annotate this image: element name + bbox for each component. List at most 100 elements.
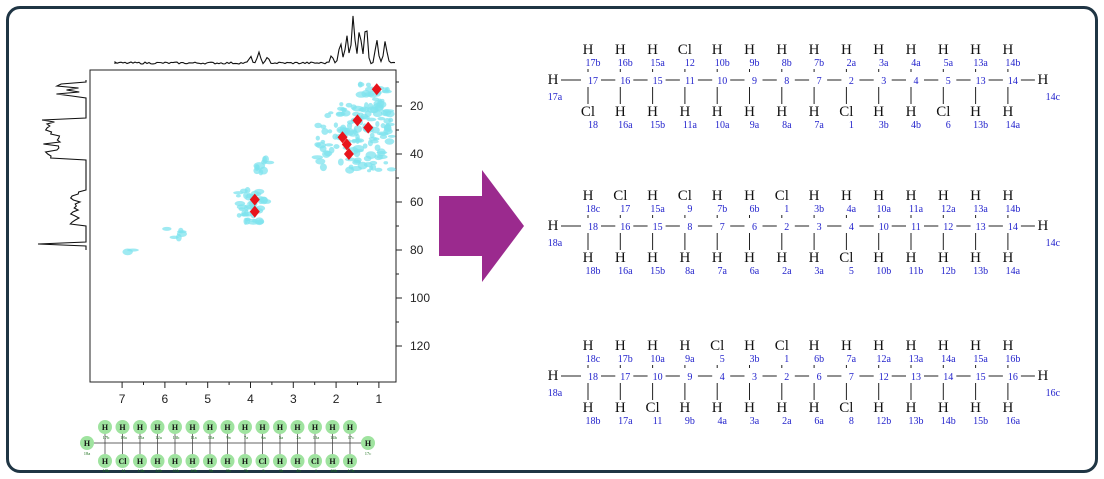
left-terminal-label: 18a [548, 238, 563, 249]
mini-atom-node [185, 454, 200, 468]
top-substituent-atom: H [873, 42, 884, 58]
carbon-number: 12 [879, 372, 889, 383]
top-substituent-atom: Cl [678, 188, 692, 204]
mini-atom-node [150, 420, 165, 434]
bottom-substituent-atom: H [938, 400, 949, 416]
top-substituent-atom: H [906, 42, 917, 58]
molecule-structure-2: H18aH18c18H18bCl1716H16aH15a15H15bCl98H8… [548, 188, 1061, 277]
mini-top-label: 9a [226, 435, 230, 440]
top-hydrogen-label: 14a [941, 354, 956, 365]
mini-bottom-label: 4b [296, 468, 301, 473]
bottom-substituent-atom: H [906, 400, 917, 416]
top-hydrogen-label: 4a [847, 204, 857, 215]
carbon-number: 17 [588, 76, 598, 87]
top-hydrogen-label: 17b [586, 58, 601, 69]
carbon-number: 9 [752, 76, 757, 87]
carbon-number: 14 [943, 372, 953, 383]
cross-peak-marker [249, 193, 260, 206]
right-arrow [439, 170, 524, 282]
mini-atom-node [203, 454, 217, 468]
bottom-hydrogen-label: 12b [876, 416, 891, 427]
mini-top-label: 5a [279, 435, 283, 440]
bottom-substituent-atom: H [583, 400, 594, 416]
contour-blob [333, 122, 338, 128]
contour-blob [369, 139, 379, 144]
bottom-hydrogen-label: 14a [1006, 266, 1021, 277]
contour-blob [243, 217, 248, 225]
carbon-number: 15 [653, 76, 663, 87]
mini-top-label: 17c [348, 435, 355, 440]
top-hydrogen-label: 6b [814, 354, 824, 365]
mini-atom-node [168, 420, 182, 434]
contour-blob [162, 226, 172, 231]
top-hydrogen-label: 15a [650, 204, 665, 215]
top-hydrogen-label: 12a [876, 354, 891, 365]
cross-peak-marker [337, 131, 348, 144]
top-substituent-atom: H [938, 338, 949, 354]
carbon-number: 3 [881, 76, 886, 87]
top-hydrogen-label: 9b [750, 58, 760, 69]
mini-atom-node [168, 454, 182, 468]
bottom-hydrogen-label: 13b [909, 416, 924, 427]
contour-blob [315, 158, 326, 165]
contour-blob [383, 118, 392, 124]
left-terminal-atom: H [548, 218, 559, 234]
bottom-hydrogen-label: 11a [683, 120, 698, 131]
contour-blob [370, 164, 377, 171]
contour-blob [377, 116, 386, 121]
mini-bottom-atom: Cl [259, 457, 268, 466]
contour-blob [348, 164, 354, 170]
molecule-structure-3: H18aH18c18H18bH17b17H17aH10a10Cl11H9a9H9… [548, 338, 1061, 427]
cross-peak-marker [341, 138, 352, 151]
mini-bottom-atom: H [294, 457, 301, 466]
contour-blob [372, 110, 383, 118]
mini-molecule-diagram: H17bH18bH18aCl11H15aH13bH12aH12bH13bH11b… [80, 420, 375, 473]
top-hydrogen-label: 10a [876, 204, 891, 215]
top-substituent-atom: H [679, 338, 690, 354]
top-substituent-atom: H [841, 42, 852, 58]
bottom-hydrogen-label: 14b [941, 416, 956, 427]
x-tick-label: 6 [162, 392, 169, 406]
bottom-substituent-atom: H [873, 250, 884, 266]
top-substituent-atom: H [938, 188, 949, 204]
bottom-substituent-atom: H [615, 400, 626, 416]
spectrum-plot-area [89, 69, 397, 383]
contour-blob [315, 135, 320, 141]
top-hydrogen-label: 10b [715, 58, 730, 69]
bottom-substituent-atom: Cl [839, 400, 853, 416]
top-hydrogen-label: 13a [909, 354, 924, 365]
mini-top-atom: H [102, 423, 109, 432]
mini-right-end-atom: H [365, 439, 372, 448]
bottom-hydrogen-label: 6a [750, 266, 760, 277]
top-hydrogen-label: 9a [685, 354, 695, 365]
mini-bottom-label: 9b [209, 468, 214, 473]
contour-blob [321, 127, 329, 135]
mini-atom-node [98, 420, 112, 434]
bottom-hydrogen-label: 9b [685, 416, 695, 427]
right-terminal-label: 14c [1046, 238, 1061, 249]
contour-blob [324, 113, 332, 119]
y-tick-label: 80 [410, 243, 424, 257]
contour-blob [353, 148, 364, 153]
bottom-hydrogen-label: 2a [782, 266, 792, 277]
mini-top-atom: H [154, 423, 161, 432]
x-tick-label: 1 [376, 392, 383, 406]
contour-blob [341, 109, 351, 117]
contour-blob [236, 213, 242, 218]
mini-bottom-atom: H [137, 457, 144, 466]
contour-blob [365, 82, 371, 88]
bottom-hydrogen-label: 18b [586, 266, 601, 277]
top-substituent-atom: Cl [775, 338, 789, 354]
carbon-number: 18 [588, 372, 598, 383]
mini-top-label: 17b [103, 435, 111, 440]
carbon-number: 7 [849, 372, 854, 383]
bottom-hydrogen-label: 15b [650, 266, 665, 277]
contour-blob [314, 142, 321, 147]
mini-bottom-atom: H [224, 457, 231, 466]
top-hydrogen-label: 11a [909, 204, 924, 215]
contour-blob [322, 150, 331, 158]
mini-top-atom: H [242, 423, 249, 432]
bottom-hydrogen-label: 12b [941, 266, 956, 277]
